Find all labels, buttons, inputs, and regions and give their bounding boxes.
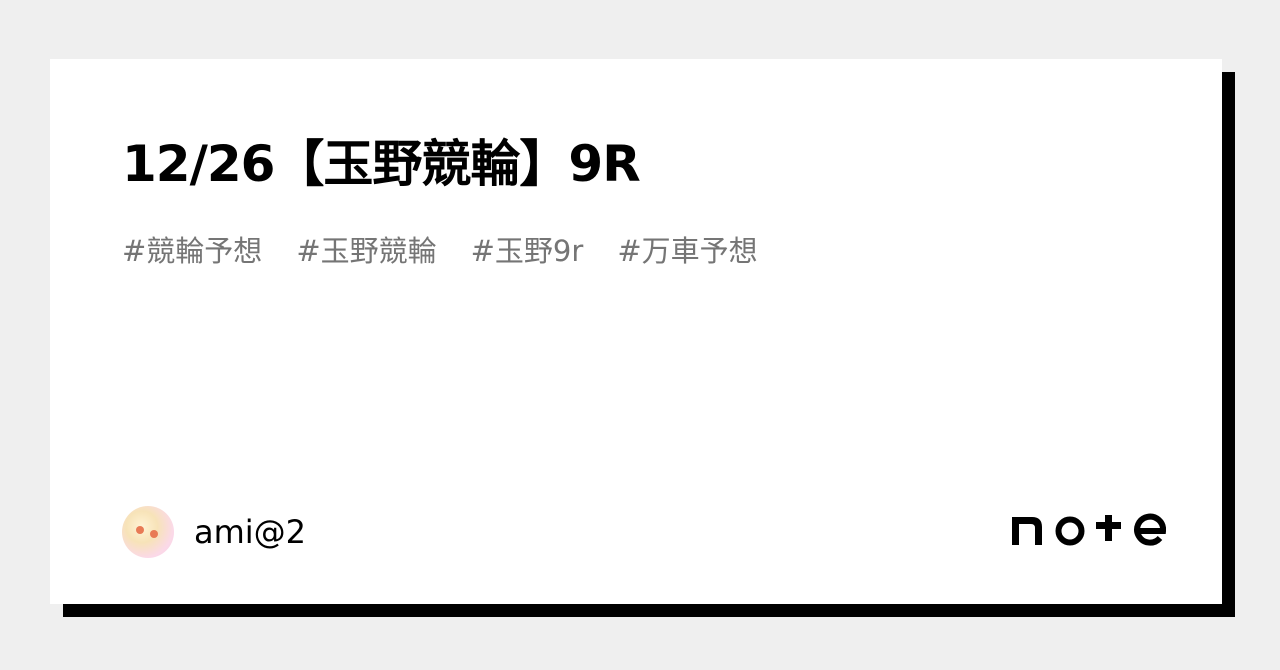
hashtag-list: #競輪予想 #玉野競輪 #玉野9r #万車予想 <box>122 231 792 271</box>
hashtag[interactable]: #玉野競輪 <box>296 234 437 268</box>
hashtag[interactable]: #競輪予想 <box>122 234 263 268</box>
author-info[interactable]: ami@2 <box>122 506 306 558</box>
author-name: ami@2 <box>194 513 307 551</box>
hashtag[interactable]: #玉野9r <box>470 234 584 268</box>
article-title: 12/26【玉野競輪】9R <box>122 135 641 193</box>
hashtag[interactable]: #万車予想 <box>617 234 758 268</box>
article-card[interactable]: 12/26【玉野競輪】9R #競輪予想 #玉野競輪 #玉野9r #万車予想 ami@2 <box>50 59 1222 604</box>
note-logo-icon <box>1010 511 1167 551</box>
avatar-icon <box>122 506 174 558</box>
